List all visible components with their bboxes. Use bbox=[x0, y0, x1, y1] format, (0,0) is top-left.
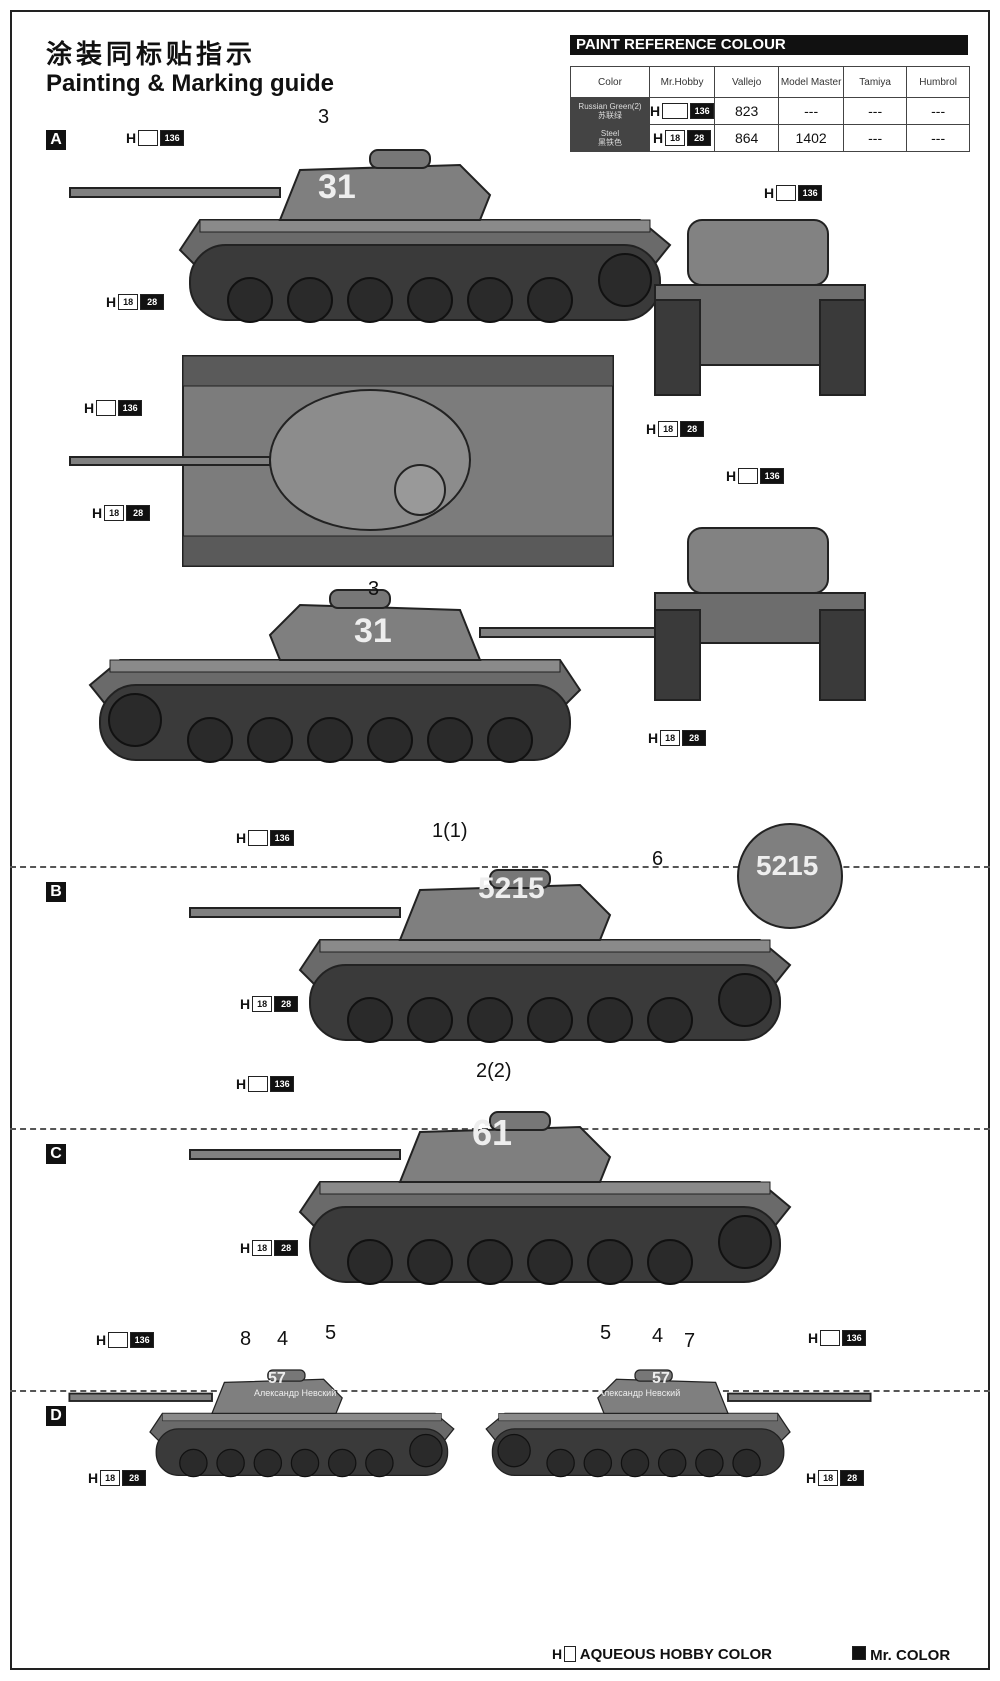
slogan-d-right: Александр Невский bbox=[598, 1388, 681, 1398]
inset-number-b: 5215 bbox=[756, 850, 819, 881]
turret-number-c: 61 bbox=[472, 1112, 513, 1153]
modelmaster-value: 1402 bbox=[778, 124, 845, 152]
col-tamiya: Tamiya bbox=[843, 66, 908, 98]
section-c-label: C bbox=[46, 1144, 66, 1164]
tamiya-value: --- bbox=[843, 97, 908, 125]
turret-number-a-left: 31 bbox=[318, 168, 356, 206]
col-mrhobby: Mr.Hobby bbox=[648, 66, 716, 98]
turret-number-d-right: 57 bbox=[652, 1370, 670, 1387]
callout-d-right-2: 4 bbox=[652, 1325, 664, 1347]
section-a-label: A bbox=[46, 130, 66, 150]
turret-number-a-right: 31 bbox=[354, 612, 392, 650]
col-modelmaster: Model Master bbox=[778, 66, 845, 98]
legend-mr-color: Mr. COLOR bbox=[852, 1646, 950, 1664]
title-english: Painting & Marking guide bbox=[46, 70, 335, 97]
paint-reference-heading: PAINT REFERENCE COLOUR bbox=[570, 35, 968, 55]
col-vallejo: Vallejo bbox=[714, 66, 780, 98]
callout-d-left-1: 8 bbox=[240, 1328, 252, 1350]
callout-b-2: 6 bbox=[652, 848, 664, 870]
section-d-label: D bbox=[46, 1406, 66, 1426]
slogan-d-left: Александр Невский bbox=[254, 1388, 337, 1398]
callout-d-left-3: 5 bbox=[325, 1322, 337, 1344]
humbrol-value: --- bbox=[906, 124, 971, 152]
section-divider bbox=[10, 866, 990, 868]
color-swatch-green: Russian Green(2)苏联绿 bbox=[570, 97, 650, 125]
callout-a-left: 3 bbox=[318, 106, 330, 128]
turret-number-b: 5215 bbox=[478, 872, 545, 905]
callout-a-right: 3 bbox=[368, 578, 380, 600]
humbrol-value: --- bbox=[906, 97, 971, 125]
paint-reference-table: Color Mr.Hobby Vallejo Model Master Tami… bbox=[570, 66, 971, 152]
callout-b-1: 1(1) bbox=[432, 820, 468, 842]
section-divider bbox=[10, 1390, 990, 1392]
callout-d-right-1: 5 bbox=[600, 1322, 612, 1344]
modelmaster-value: --- bbox=[778, 97, 845, 125]
legend-aqueous: H AQUEOUS HOBBY COLOR bbox=[552, 1646, 772, 1663]
turret-number-d-left: 57 bbox=[268, 1370, 286, 1387]
section-b-label: B bbox=[46, 882, 66, 902]
col-color: Color bbox=[570, 66, 650, 98]
callout-c: 2(2) bbox=[476, 1060, 512, 1082]
tamiya-value: --- bbox=[843, 124, 908, 152]
title-chinese: 涂装同标贴指示 bbox=[46, 40, 257, 70]
callout-d-right-3: 7 bbox=[684, 1330, 696, 1352]
callout-d-left-2: 4 bbox=[277, 1328, 289, 1350]
